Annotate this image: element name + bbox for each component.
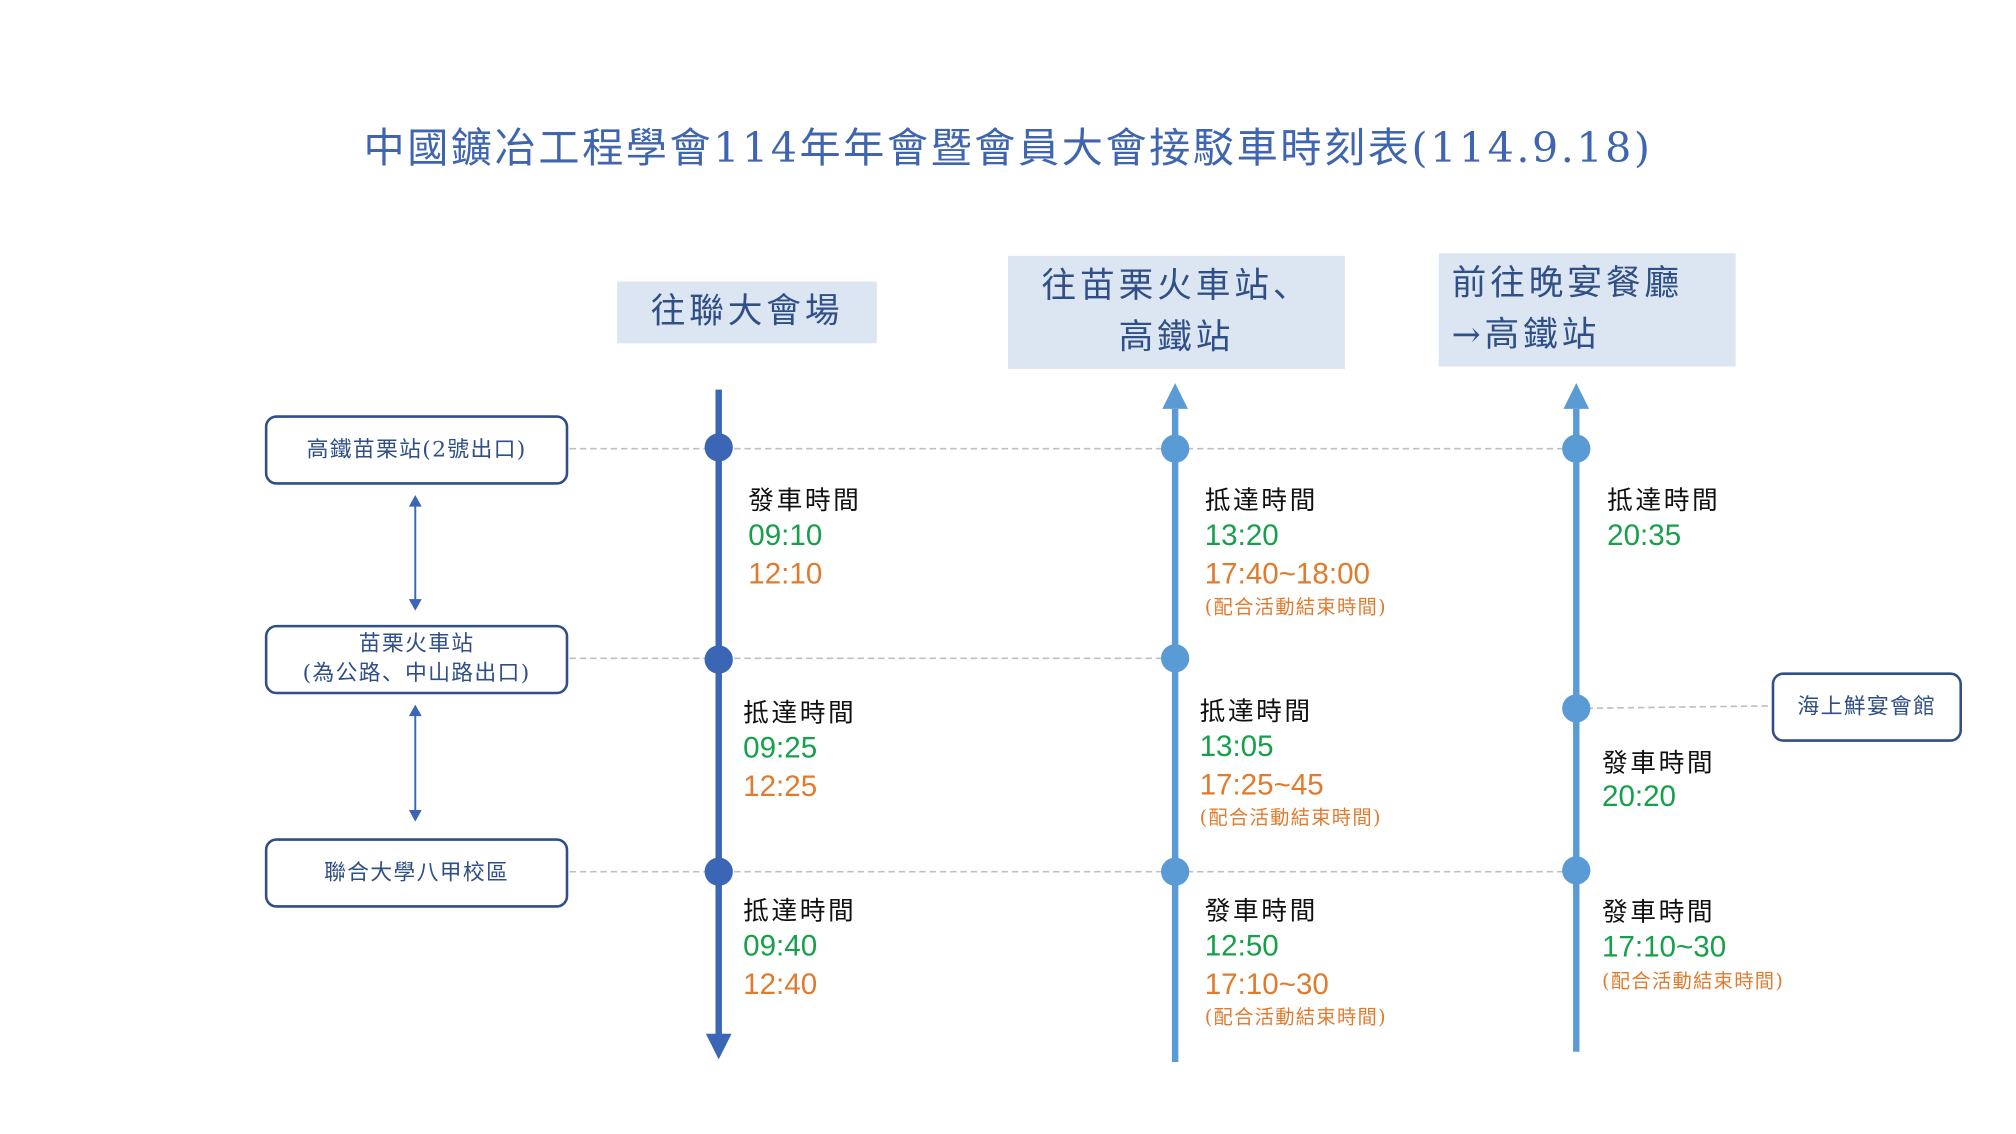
col2-dot-hsr [1160, 434, 1190, 463]
station-miaoli-train: 苗栗火車站 (為公路、中山路出口) [264, 624, 569, 695]
col1-dot-train [704, 645, 733, 674]
col1-campus-label: 抵達時間 [743, 894, 857, 926]
col2-train-time2: 17:25~45 [1199, 767, 1324, 801]
col2-train-note: (配合活動結束時間) [1199, 806, 1382, 830]
col3-line [1563, 383, 1590, 1052]
double-arrow-train-campus [408, 704, 422, 822]
col1-train-time2: 12:25 [743, 768, 818, 803]
col3-campus-note: (配合活動結束時間) [1601, 969, 1785, 993]
header-col2-line1: 往苗栗火車站、 [1041, 266, 1312, 306]
col1-train-label: 抵達時間 [743, 696, 857, 728]
col3-restaurant-label: 發車時間 [1601, 746, 1716, 778]
col1-campus-time1: 09:40 [743, 928, 818, 962]
station-hsr-miaoli: 高鐵苗栗站(2號出口) [264, 415, 569, 485]
col1-dot-hsr [704, 433, 733, 462]
col2-hsr-label: 抵達時間 [1204, 484, 1318, 516]
header-col1-label: 往聯大會場 [650, 291, 844, 332]
col3-dot-hsr [1562, 434, 1591, 463]
col3-dot-restaurant [1562, 694, 1591, 723]
header-col2: 往苗栗火車站、 高鐵站 [1007, 255, 1345, 369]
col3-hsr-label: 抵達時間 [1607, 484, 1721, 516]
col3-hsr-time1: 20:35 [1607, 518, 1682, 552]
col1-dot-campus [704, 857, 733, 886]
station-nuu-campus: 聯合大學八甲校區 [264, 838, 569, 908]
col3-campus-time1: 17:10~30 [1601, 929, 1727, 963]
col1-hsr-time1: 09:10 [748, 518, 823, 552]
col2-hsr-note: (配合活動結束時間) [1204, 595, 1387, 619]
header-col1: 往聯大會場 [617, 281, 877, 344]
station-campus-label: 聯合大學八甲校區 [323, 859, 510, 886]
col2-dot-campus [1160, 857, 1190, 886]
station-train-label-line2: (為公路、中山路出口) [302, 660, 531, 687]
col2-hsr-time1: 13:20 [1204, 518, 1279, 552]
header-col2-line2: 高鐵站 [1118, 317, 1235, 358]
station-train-label-line1: 苗栗火車站 [358, 631, 475, 657]
col2-train-label: 抵達時間 [1199, 695, 1313, 727]
col2-campus-label: 發車時間 [1204, 894, 1318, 926]
col1-line [705, 389, 732, 1060]
col2-campus-note: (配合活動結束時間) [1204, 1005, 1387, 1029]
col2-dot-train [1160, 644, 1190, 673]
col2-hsr-time2: 17:40~18:00 [1204, 556, 1370, 591]
col2-line [1162, 383, 1188, 1062]
page-title: 中國鑛冶工程學會114年年會暨會員大會接駁車時刻表(114.9.18) [363, 123, 1653, 173]
header-col3: 前往晚宴餐廳 →高鐵站 [1438, 253, 1736, 367]
col3-dot-campus [1562, 856, 1591, 885]
station-restaurant: 海上鮮宴會館 [1771, 672, 1962, 742]
col1-hsr-time2: 12:10 [748, 556, 823, 591]
col2-campus-time2: 17:10~30 [1204, 966, 1329, 1001]
double-arrow-hsr-train [408, 494, 422, 611]
col1-hsr-label: 發車時間 [748, 484, 862, 516]
col1-campus-time2: 12:40 [743, 966, 818, 1001]
header-col3-line1: 前往晚宴餐廳 [1451, 263, 1683, 304]
header-col3-line2: →高鐵站 [1451, 314, 1601, 355]
station-restaurant-label: 海上鮮宴會館 [1797, 693, 1937, 720]
station-hsr-label: 高鐵苗栗站(2號出口) [306, 436, 527, 463]
col3-campus-label: 發車時間 [1601, 896, 1716, 927]
col1-train-time1: 09:25 [743, 730, 818, 764]
guide-line-restaurant [1576, 705, 1772, 710]
col2-train-time1: 13:05 [1199, 728, 1274, 763]
col2-campus-time1: 12:50 [1204, 928, 1279, 962]
col3-restaurant-time1: 20:20 [1601, 779, 1677, 813]
